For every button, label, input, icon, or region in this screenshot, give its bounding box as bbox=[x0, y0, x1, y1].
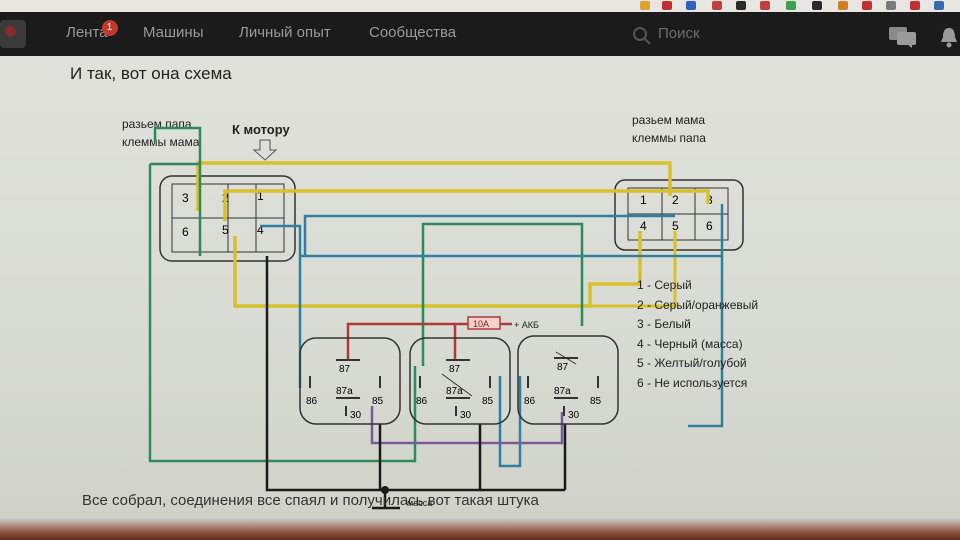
legend-item: 4 - Черный (масса) bbox=[637, 336, 743, 351]
pin-86: 86 bbox=[524, 396, 536, 407]
right-connector-label: разьем мама bbox=[632, 113, 705, 127]
bell-icon[interactable] bbox=[940, 26, 958, 48]
wire-green bbox=[148, 164, 417, 463]
legend-item: 3 - Белый bbox=[637, 317, 691, 331]
right-pin: 5 bbox=[672, 219, 679, 233]
right-pin: 6 bbox=[706, 219, 713, 233]
left-pin: 5 bbox=[222, 223, 229, 237]
relay-2: 87 87a 86 85 30 bbox=[409, 337, 511, 425]
nav-item-feed[interactable]: Лента 1 bbox=[66, 20, 118, 41]
wiring-diagram: 3 2 1 6 5 4 1 2 3 4 5 6 разьем папа клем… bbox=[122, 113, 744, 510]
right-connector: 1 2 3 4 5 6 bbox=[614, 179, 744, 251]
nav-item-experience[interactable]: Личный опыт bbox=[239, 24, 331, 41]
relay-3: 87 87a 86 85 30 bbox=[517, 335, 619, 425]
nav-item-label: Лента bbox=[66, 24, 108, 41]
search-input[interactable]: Поиск bbox=[658, 25, 700, 42]
left-pin: 4 bbox=[257, 223, 264, 237]
pin-87: 87 bbox=[449, 364, 461, 375]
left-pin: 3 bbox=[182, 191, 189, 205]
extension-icon[interactable] bbox=[934, 1, 944, 10]
pin-87: 87 bbox=[557, 362, 569, 373]
pin-87a: 87a bbox=[336, 386, 353, 397]
monitor-bottom-edge bbox=[0, 518, 960, 540]
motor-label: К мотору bbox=[232, 122, 291, 137]
nav-item-cars[interactable]: Машины bbox=[143, 24, 204, 41]
left-pin: 6 bbox=[182, 225, 189, 239]
left-pin: 1 bbox=[257, 189, 264, 203]
post-caption: Все собрал, соединения все спаял и получ… bbox=[82, 492, 539, 509]
extension-icon[interactable] bbox=[712, 1, 722, 10]
post-content: И так, вот она схема 3 2 1 6 5 4 1 2 3 bbox=[0, 56, 960, 540]
nav-item-communities[interactable]: Сообщества bbox=[369, 24, 457, 41]
extension-icon[interactable] bbox=[662, 1, 672, 10]
pin-86: 86 bbox=[306, 396, 318, 407]
wire-yellow bbox=[196, 161, 672, 211]
extension-icon[interactable] bbox=[862, 1, 872, 10]
left-connector-label: клеммы мама bbox=[122, 135, 200, 149]
browser-toolbar bbox=[0, 0, 960, 12]
legend-item: 2 - Серый/оранжевый bbox=[637, 297, 759, 312]
wire-blue bbox=[300, 204, 724, 258]
extension-icon[interactable] bbox=[910, 1, 920, 10]
extension-icon[interactable] bbox=[736, 1, 746, 10]
post-heading: И так, вот она схема bbox=[70, 64, 232, 83]
pin-85: 85 bbox=[482, 396, 494, 407]
messages-icon[interactable] bbox=[888, 26, 918, 48]
extension-icon[interactable] bbox=[686, 1, 696, 10]
pin-86: 86 bbox=[416, 396, 428, 407]
right-pin: 4 bbox=[640, 219, 647, 233]
pin-85: 85 bbox=[590, 396, 602, 407]
legend-item: 1 - Серый bbox=[637, 278, 692, 292]
wire-green bbox=[421, 222, 584, 366]
left-connector: 3 2 1 6 5 4 bbox=[159, 175, 296, 262]
wire-black bbox=[265, 256, 482, 492]
pin-87: 87 bbox=[339, 364, 351, 375]
site-logo[interactable] bbox=[0, 20, 26, 48]
pin-30: 30 bbox=[568, 410, 580, 421]
ground-label: масса bbox=[407, 498, 432, 508]
battery-label: + АКБ bbox=[514, 320, 539, 330]
extension-icon[interactable] bbox=[812, 1, 822, 10]
legend-item: 5 - Желтый/голубой bbox=[637, 356, 747, 370]
pin-87a: 87a bbox=[446, 386, 463, 397]
wire-yellow bbox=[233, 231, 642, 308]
fuse-label: 10А bbox=[473, 319, 489, 329]
pin-85: 85 bbox=[372, 396, 384, 407]
search-icon[interactable] bbox=[632, 26, 652, 46]
right-pin: 2 bbox=[672, 193, 679, 207]
pin-30: 30 bbox=[460, 410, 472, 421]
right-connector-label: клеммы папа bbox=[632, 131, 706, 145]
pin-87a: 87a bbox=[554, 386, 571, 397]
notification-badge: 1 bbox=[101, 20, 118, 36]
right-pin: 1 bbox=[640, 193, 647, 207]
extension-icon[interactable] bbox=[640, 1, 650, 10]
extension-icon[interactable] bbox=[760, 1, 770, 10]
wire-yellow bbox=[223, 189, 710, 221]
pin-30: 30 bbox=[350, 410, 362, 421]
extension-icon[interactable] bbox=[886, 1, 896, 10]
extension-icon[interactable] bbox=[786, 1, 796, 10]
pin-legend: 1 - Серый 2 - Серый/оранжевый 3 - Белый … bbox=[637, 276, 758, 393]
down-arrow-icon bbox=[252, 139, 278, 161]
top-navbar: Лента 1 Машины Личный опыт Сообщества По… bbox=[0, 12, 960, 56]
relay-1: 87 87a 86 85 30 bbox=[299, 337, 401, 425]
legend-item: 6 - Не используется bbox=[637, 375, 748, 390]
extension-icon[interactable] bbox=[838, 1, 848, 10]
wire-red bbox=[346, 322, 468, 360]
